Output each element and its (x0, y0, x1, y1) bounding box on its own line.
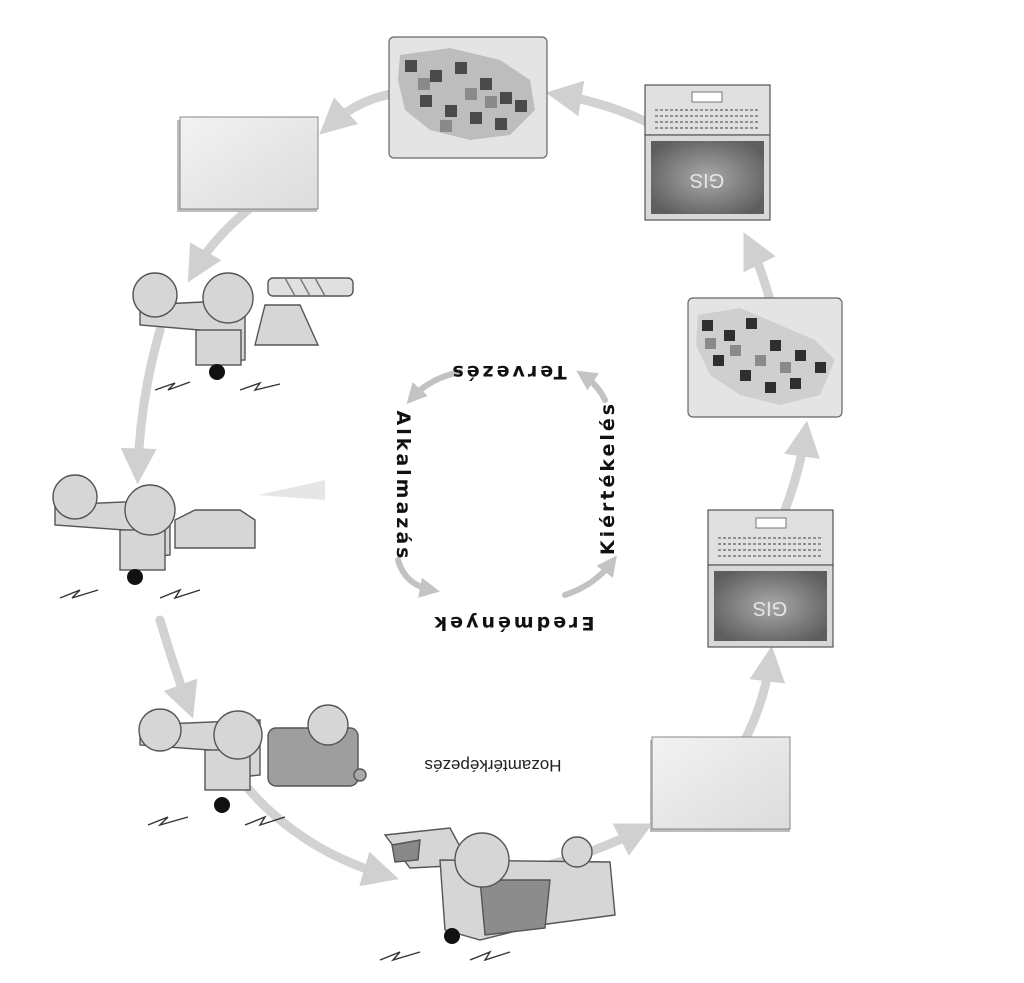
arrow-seeder-to-sprayer (120, 325, 165, 485)
label-results: Eredmények (432, 612, 595, 634)
arrow-yield-map-to-laptop (743, 232, 776, 305)
label-planning: Tervezés (449, 361, 566, 383)
laptop-gis-icon: GIS (707, 509, 834, 648)
document-icon (650, 736, 791, 832)
label-application: Alkalmazás (392, 411, 414, 562)
arrow-sprayer-to-tank (155, 615, 198, 719)
tractor-with-sprayer-icon (52, 474, 325, 600)
prescription-map-icon (388, 36, 548, 159)
tractor-with-tank-icon (138, 704, 367, 827)
label-evaluation: Kiértékelés (597, 401, 619, 555)
laptop-screen-label: GIS (690, 169, 724, 191)
inner-cycle-labels: Tervezés Kiértékelés Eredmények Alkalmaz… (392, 361, 619, 634)
laptop-screen-label: GIS (753, 597, 787, 619)
yield-map-icon (687, 297, 843, 418)
arrow-laptop-to-yield-map (780, 420, 820, 515)
inner-cycle-arrows (395, 369, 617, 598)
label-yield-mapping: Hozamtérképezés (424, 756, 561, 775)
document-icon (177, 116, 319, 212)
arrow-tank-to-harvester (240, 780, 399, 887)
laptop-gis-icon: GIS (644, 84, 771, 221)
tractor-with-seeder-icon (132, 272, 354, 392)
combine-harvester-icon (379, 827, 616, 962)
